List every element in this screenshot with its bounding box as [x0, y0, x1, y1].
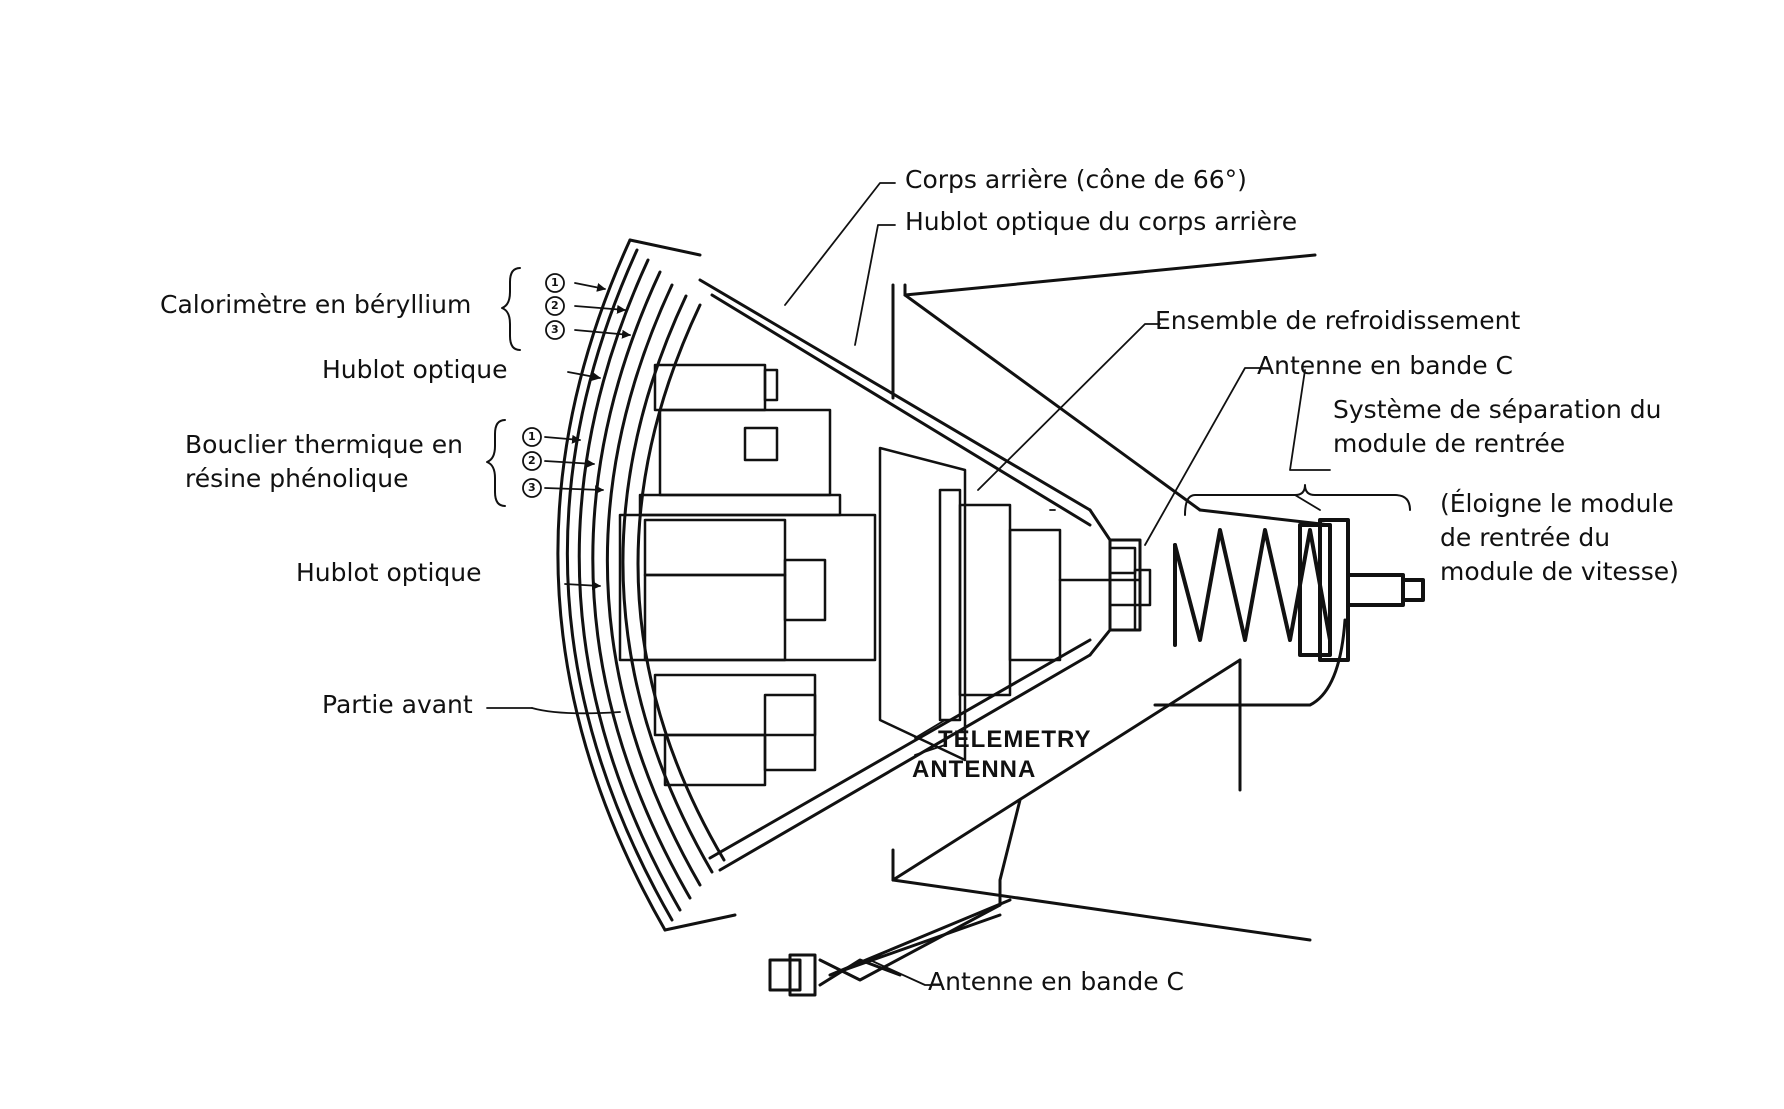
label-arrows [486, 282, 946, 756]
layer-marker-shield-2 [522, 451, 542, 471]
label-systeme-separation: Système de séparation du module de rentr… [1333, 395, 1662, 458]
aft-body-cone [698, 278, 1142, 872]
label-corps-arriere: Corps arrière (cône de 66°) [905, 165, 1247, 194]
heat-shield-layers [556, 238, 737, 932]
label-hublot-optique-1: Hublot optique [322, 355, 508, 384]
layer-marker-shield-1 [522, 427, 542, 447]
label-antenne-bande-c-2: Antenne en bande C [928, 967, 1185, 996]
layer-number-shield-1: 1 [528, 430, 536, 443]
label-hublot-optique-2: Hublot optique [296, 558, 482, 587]
separation-bracket [1184, 484, 1411, 516]
layer-number-shield-2: 2 [528, 454, 536, 467]
layer-number-calo-1: 1 [551, 276, 559, 289]
label-calorimetre: Calorimètre en béryllium [160, 290, 472, 319]
layer-marker-calo-1 [545, 273, 565, 293]
layer-marker-calo-3 [545, 320, 565, 340]
layer-number-calo-2: 2 [551, 299, 559, 312]
layer-markers [522, 273, 565, 498]
internal-equipment [618, 363, 877, 787]
label-telemetry: TELEMETRY [938, 726, 1092, 753]
label-antenne-bande-c-1: Antenne en bande C [1257, 351, 1514, 380]
external-structure [768, 253, 1347, 997]
brace-calorimeter [501, 267, 521, 351]
layer-number-calo-3: 3 [551, 323, 559, 336]
label-partie-avant: Partie avant [322, 690, 473, 719]
layer-marker-calo-2 [545, 296, 565, 316]
label-eloigne-module: (Éloigne le module de rentrée du module … [1440, 489, 1679, 586]
label-ensemble-refroidissement: Ensemble de refroidissement [1155, 306, 1521, 335]
label-hublot-corps-arriere: Hublot optique du corps arrière [905, 207, 1298, 236]
separation-spring [1173, 518, 1425, 662]
layer-number-shield-3: 3 [528, 481, 536, 494]
label-antenna: ANTENNA [912, 756, 1037, 783]
brace-heat-shield [486, 419, 506, 507]
layer-marker-shield-3 [522, 478, 542, 498]
label-bouclier-thermique: Bouclier thermique en résine phénolique [185, 430, 463, 493]
leader-lines [784, 182, 1331, 986]
bulkhead-assembly [878, 446, 1142, 762]
cooling-assembly [1108, 546, 1152, 632]
